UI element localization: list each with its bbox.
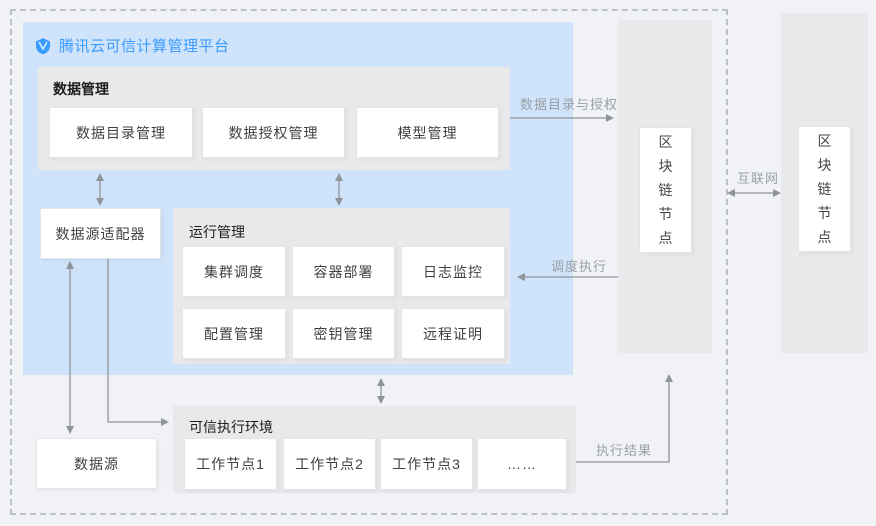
label-catalog-auth: 数据目录与授权 xyxy=(520,97,619,112)
module-data-catalog-mgmt: 数据目录管理 xyxy=(49,107,193,158)
module-key-mgmt: 密钥管理 xyxy=(292,308,395,359)
label-schedule-exec: 调度执行 xyxy=(551,259,608,274)
label-exec-result: 执行结果 xyxy=(596,443,653,458)
module-container-deploy: 容器部署 xyxy=(292,246,395,297)
blockchain-node-container-inner: 区块链节点 xyxy=(618,20,712,353)
worker-node-3: 工作节点3 xyxy=(380,438,473,490)
platform-title: 腾讯云可信计算管理平台 xyxy=(59,38,230,55)
module-config-mgmt: 配置管理 xyxy=(182,308,286,359)
module-datasource-adapter: 数据源适配器 xyxy=(40,208,161,259)
platform-header: 腾讯云可信计算管理平台 xyxy=(34,35,230,56)
data-management-title: 数据管理 xyxy=(53,81,109,97)
arrow-internet xyxy=(727,189,781,197)
shield-logo-icon xyxy=(34,37,52,55)
blockchain-node-container-outer: 区块链节点 xyxy=(781,13,868,353)
blockchain-node-inner-label: 区块链节点 xyxy=(658,134,673,246)
module-log-monitoring: 日志监控 xyxy=(401,246,505,297)
blockchain-node-inner: 区块链节点 xyxy=(639,127,692,253)
module-datasource: 数据源 xyxy=(36,438,157,489)
module-remote-attestation: 远程证明 xyxy=(401,308,505,359)
tee-section: 可信执行环境 工作节点1 工作节点2 工作节点3 …… xyxy=(173,406,576,493)
runtime-management-title: 运行管理 xyxy=(189,224,245,240)
label-internet: 互联网 xyxy=(737,171,780,186)
tee-title: 可信执行环境 xyxy=(189,419,273,435)
blockchain-node-outer: 区块链节点 xyxy=(798,126,851,252)
data-management-section: 数据管理 数据目录管理 数据授权管理 模型管理 xyxy=(38,67,510,170)
worker-node-more: …… xyxy=(477,438,567,490)
module-data-auth-mgmt: 数据授权管理 xyxy=(202,107,345,158)
worker-node-1: 工作节点1 xyxy=(184,438,277,490)
runtime-management-section: 运行管理 集群调度 容器部署 日志监控 配置管理 密钥管理 远程证明 xyxy=(173,208,510,364)
module-cluster-scheduling: 集群调度 xyxy=(182,246,286,297)
blockchain-node-outer-label: 区块链节点 xyxy=(817,133,832,245)
worker-node-2: 工作节点2 xyxy=(283,438,376,490)
module-model-mgmt: 模型管理 xyxy=(356,107,499,158)
trusted-zone-dashed-border xyxy=(10,9,728,515)
